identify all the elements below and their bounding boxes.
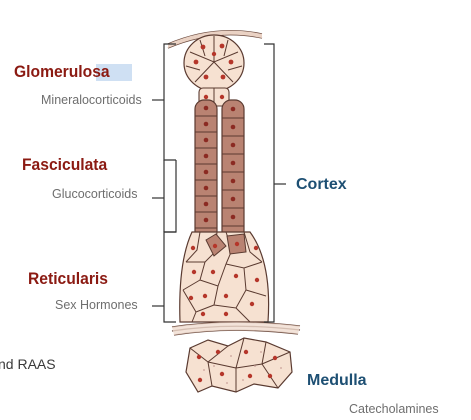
text-selection-highlight bbox=[96, 64, 132, 81]
medulla-product: Catecholamines bbox=[349, 402, 439, 416]
reticularis-cells bbox=[179, 231, 270, 323]
medulla-title: Medulla bbox=[307, 372, 367, 389]
cut-off-text: nd RAAS bbox=[0, 356, 56, 372]
capsule-boundary bbox=[171, 321, 301, 336]
fasciculata-product: Glucocorticoids bbox=[52, 187, 138, 201]
fasciculata-columns bbox=[194, 99, 245, 241]
cortex-bracket bbox=[264, 43, 286, 323]
medulla-cells bbox=[185, 337, 293, 393]
reticularis-product: Sex Hormones bbox=[55, 298, 138, 312]
cortex-title: Cortex bbox=[296, 176, 347, 193]
reticularis-title: Reticularis bbox=[28, 269, 108, 288]
layer-brackets bbox=[152, 43, 177, 323]
fasciculata-title: Fasciculata bbox=[22, 155, 108, 174]
glomerulosa-title: Glomerulosa bbox=[14, 62, 110, 81]
glomerulosa-product: Mineralocorticoids bbox=[41, 93, 142, 107]
glomerulosa-cells bbox=[183, 34, 245, 107]
